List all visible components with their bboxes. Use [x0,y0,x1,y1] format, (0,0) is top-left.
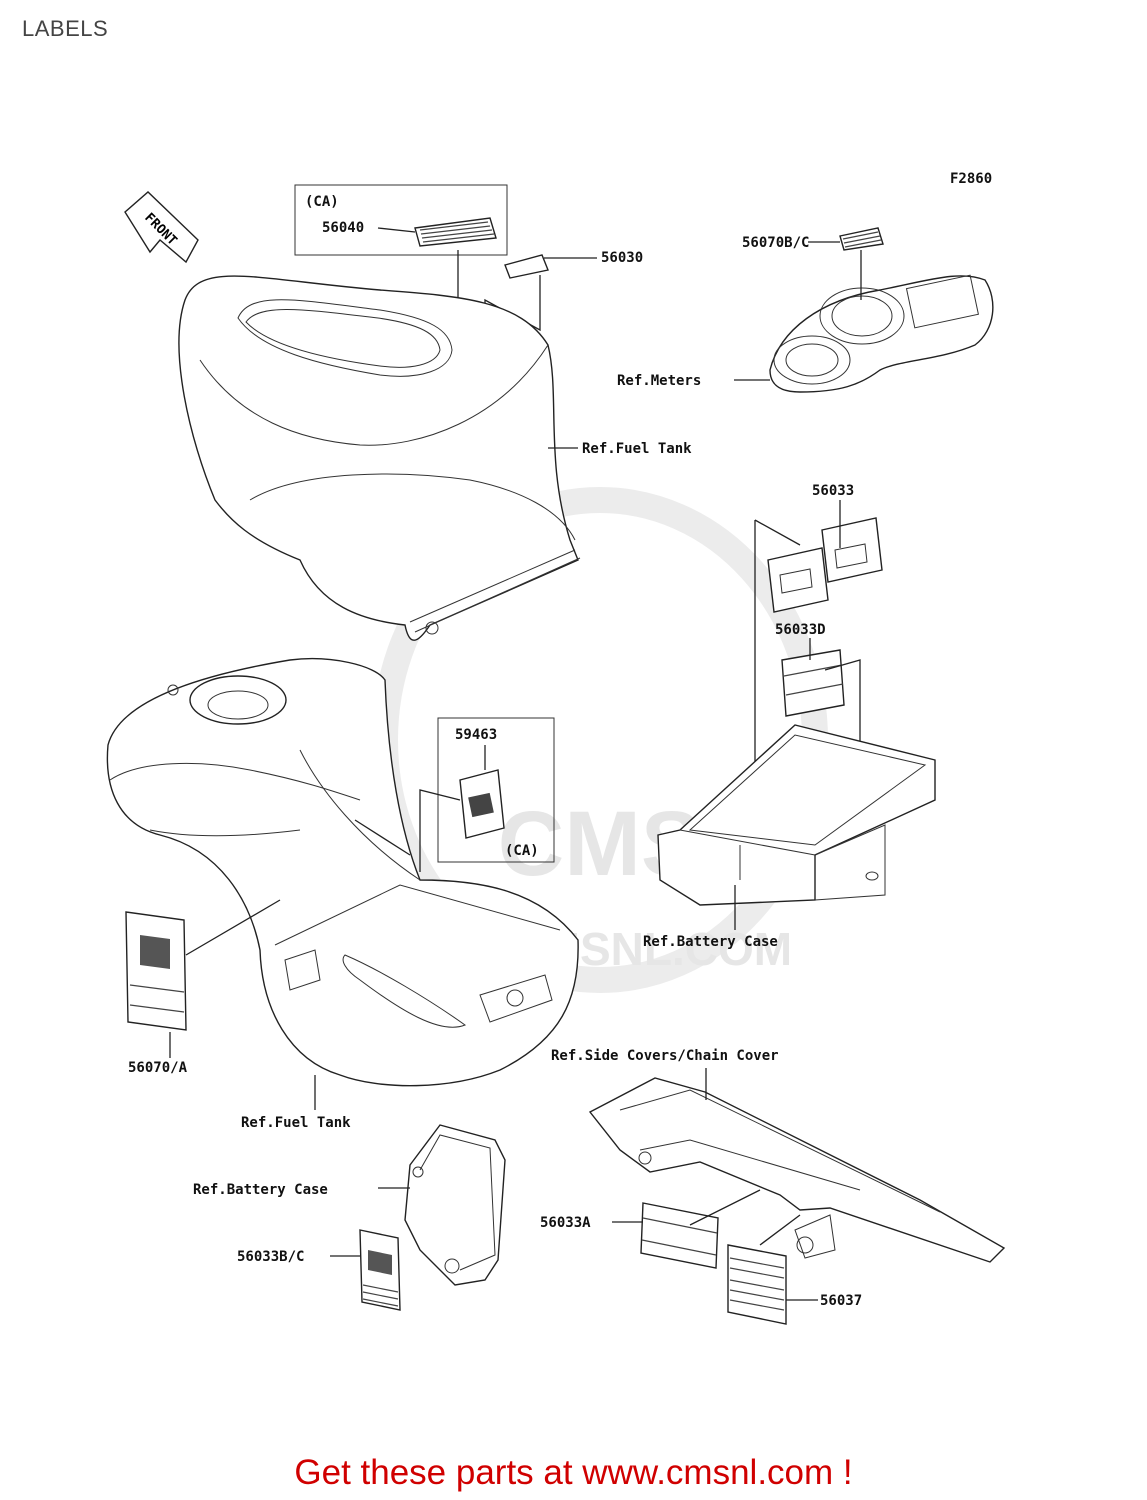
battery-case-left-part [404,1124,506,1286]
label-56033-icon-a [767,547,829,613]
label-56040-icon [414,217,497,247]
label-56033d-icon [781,649,845,717]
ca-box-top [294,184,508,256]
label-56070a: 56070/A [128,1060,188,1076]
page-title: LABELS [22,16,109,41]
label-56033a: 56033A [540,1215,591,1231]
chain-cover-part [588,1077,1006,1263]
footer-link[interactable]: Get these parts at www.cmsnl.com ! [294,1453,853,1492]
label-ca-top: (CA) [305,194,339,210]
battery-case-right-part [657,724,936,906]
label-56070a-icon [125,911,187,1031]
figure-code: F2860 [950,171,992,187]
label-ca-mid: (CA) [505,843,539,859]
label-56033a-icon [640,1202,719,1269]
ca-box-middle [437,717,555,863]
label-ref-side-covers: Ref.Side Covers/Chain Cover [551,1048,779,1064]
front-arrow-icon: FRONT [124,191,199,264]
meters-part [769,274,994,393]
label-56033bc: 56033B/C [237,1249,304,1265]
upper-cowl-part [178,275,581,641]
label-ref-fuel-tank-top: Ref.Fuel Tank [582,441,692,457]
label-ref-battery-case-right: Ref.Battery Case [643,934,778,950]
label-56033-icon-b [821,517,883,583]
fuel-tank-part [106,658,579,1087]
label-ref-battery-case-left: Ref.Battery Case [193,1182,328,1198]
label-56040: 56040 [322,220,364,236]
label-ref-fuel-tank-bottom: Ref.Fuel Tank [241,1115,351,1131]
label-56070bc: 56070B/C [742,235,809,251]
label-56030: 56030 [601,250,643,266]
label-56033: 56033 [812,483,854,499]
label-ref-meters: Ref.Meters [617,373,701,389]
label-56033d: 56033D [775,622,826,638]
label-56030-icon [504,254,549,279]
label-56037: 56037 [820,1293,862,1309]
label-59463: 59463 [455,727,497,743]
